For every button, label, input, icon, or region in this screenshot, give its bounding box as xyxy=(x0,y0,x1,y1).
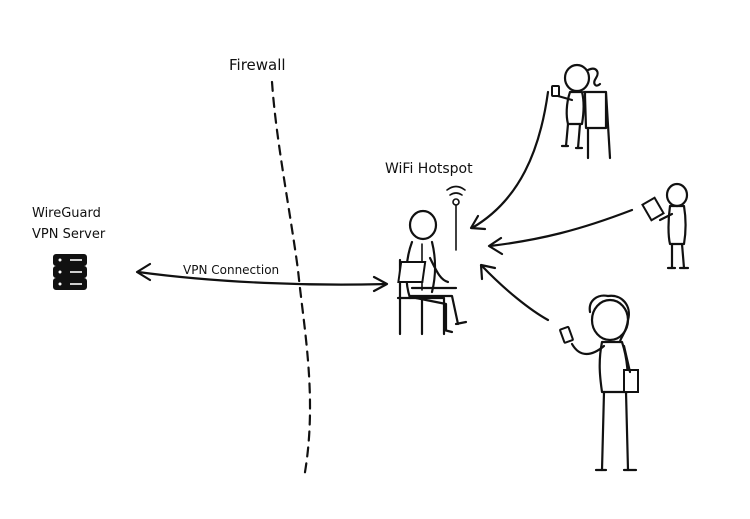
tablet-to-hotspot-arrow xyxy=(487,208,634,256)
server-label-line1: WireGuard xyxy=(32,206,101,221)
server-label-line2: VPN Server xyxy=(32,227,106,242)
girl-to-hotspot-arrow xyxy=(469,90,550,231)
vpn-connection-label: VPN Connection xyxy=(183,263,280,277)
wifi-icon xyxy=(446,185,466,251)
woman-with-phone-figure xyxy=(559,294,639,472)
woman-to-hotspot-arrow xyxy=(479,263,550,322)
firewall-label: Firewall xyxy=(229,56,286,74)
server-icon xyxy=(53,254,87,290)
hotspot-label: WiFi Hotspot xyxy=(385,161,473,177)
vpn-connection-arrow xyxy=(135,262,389,293)
girl-on-chair-figure xyxy=(551,63,612,160)
tablet-user-figure xyxy=(641,182,690,270)
firewall-line xyxy=(270,80,312,480)
laptop-user-figure xyxy=(396,209,468,336)
